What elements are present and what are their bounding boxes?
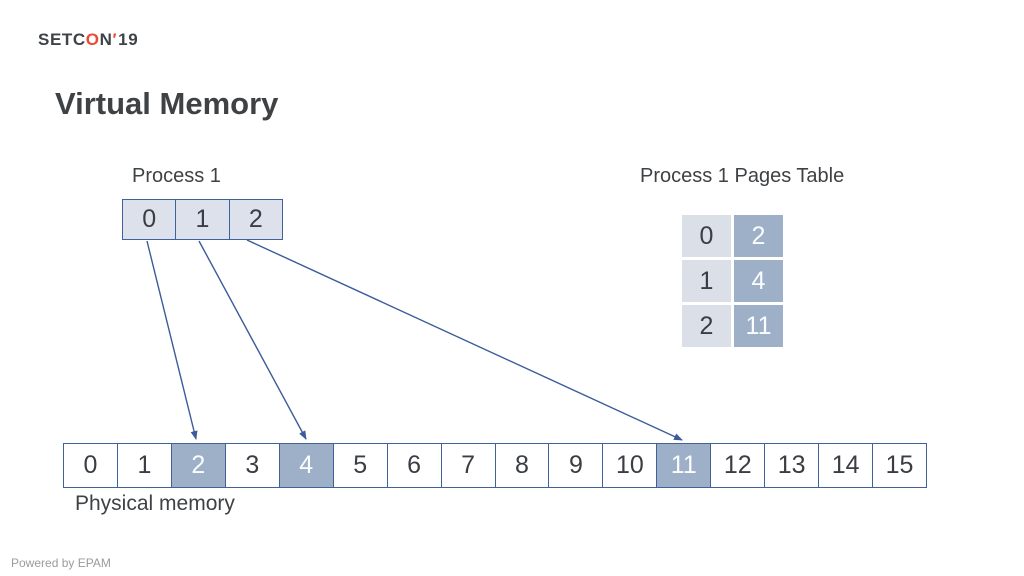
logo-o: O [85, 30, 100, 49]
pages-table: 0 2 1 4 2 11 [682, 215, 783, 347]
pages-table-frame-0: 2 [734, 215, 783, 257]
page-title: Virtual Memory [55, 86, 279, 121]
setcon-logo: SETCON′19 [38, 30, 138, 50]
pages-table-frame-2: 11 [734, 305, 783, 347]
physical-cell-13: 13 [764, 444, 818, 487]
pages-table-page-0: 0 [682, 215, 731, 257]
physical-cell-10: 10 [602, 444, 656, 487]
logo-n: N [99, 30, 113, 49]
physical-cell-3: 3 [224, 444, 279, 487]
logo-year: 19 [118, 30, 139, 49]
logo-tick: ′ [112, 30, 118, 49]
physical-cell-7: 7 [440, 444, 495, 487]
physical-cell-2: 2 [170, 444, 225, 487]
physical-cell-6: 6 [386, 444, 441, 487]
pages-table-page-2: 2 [682, 305, 731, 347]
physical-cell-1: 1 [116, 444, 171, 487]
physical-memory-label: Physical memory [75, 492, 235, 515]
physical-cell-11: 11 [656, 444, 711, 487]
process1-label: Process 1 [132, 165, 221, 187]
physical-cell-5: 5 [332, 444, 387, 487]
process1-cell-1: 1 [175, 200, 228, 239]
arrow-page0-to-frame2 [146, 240, 198, 440]
arrow-page2-to-frame11 [246, 239, 683, 441]
physical-cell-9: 9 [548, 444, 602, 487]
physical-memory-row: 0 1 2 3 4 5 6 7 8 9 10 11 12 13 14 15 [63, 443, 927, 488]
physical-cell-15: 15 [872, 444, 926, 487]
process1-cell-0: 0 [142, 205, 157, 233]
process1-cell-2: 2 [228, 200, 282, 239]
physical-cell-12: 12 [710, 444, 764, 487]
physical-cell-8: 8 [494, 444, 549, 487]
physical-cell-0: 0 [83, 451, 98, 479]
pages-table-frame-1: 4 [734, 260, 783, 302]
powered-by-epam: Powered by EPAM [11, 556, 111, 570]
physical-cell-4: 4 [278, 444, 333, 487]
logo-text: SETC [38, 30, 86, 49]
process1-table: 0 1 2 [122, 199, 283, 240]
pages-table-page-1: 1 [682, 260, 731, 302]
physical-cell-14: 14 [818, 444, 872, 487]
arrow-page1-to-frame4 [198, 240, 307, 440]
pages-table-label: Process 1 Pages Table [640, 165, 845, 187]
